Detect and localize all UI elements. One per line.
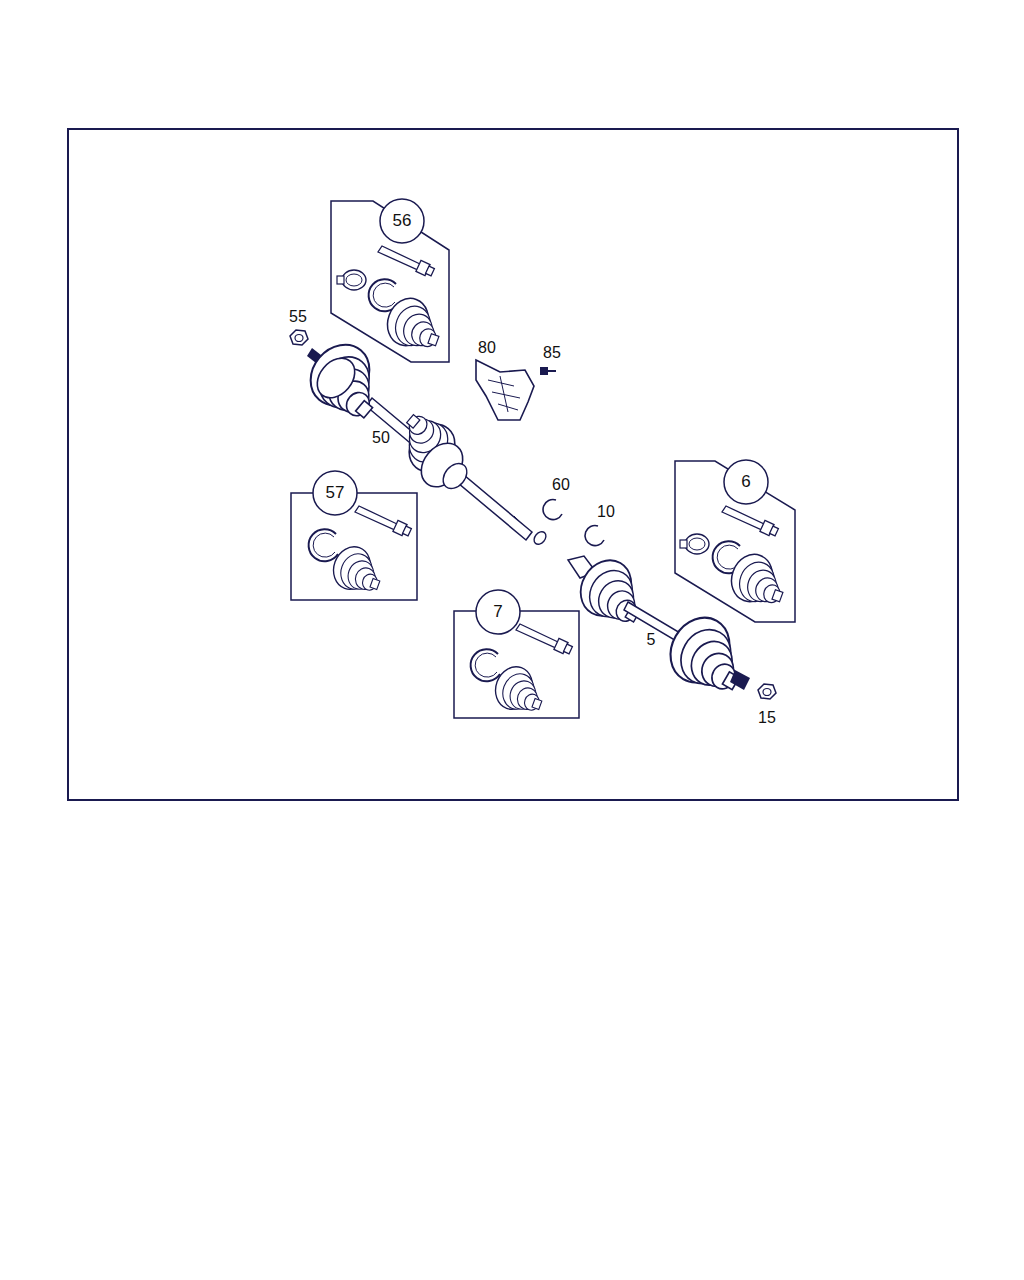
kit-outline	[675, 461, 795, 622]
kit-box: 7	[454, 611, 579, 718]
callout-number: 7	[476, 590, 520, 634]
kit-outline	[291, 493, 417, 600]
callout-number: 80	[477, 339, 497, 357]
callout-number: 60	[551, 476, 571, 494]
kit-box: 6	[675, 461, 795, 622]
kit-box: 57	[291, 493, 417, 600]
callout-number: 55	[288, 308, 308, 326]
callout-number: 5	[646, 631, 657, 649]
kit-outline	[331, 201, 449, 362]
kit-box: 56	[331, 201, 449, 362]
callout-number: 57	[313, 471, 357, 515]
callout-number: 50	[371, 429, 391, 447]
callout-number: 10	[596, 503, 616, 521]
callout-number: 85	[542, 344, 562, 362]
callout-number: 56	[380, 199, 424, 243]
callout-number: 15	[757, 709, 777, 727]
callout-number: 6	[724, 460, 768, 504]
kit-outline	[454, 611, 579, 718]
